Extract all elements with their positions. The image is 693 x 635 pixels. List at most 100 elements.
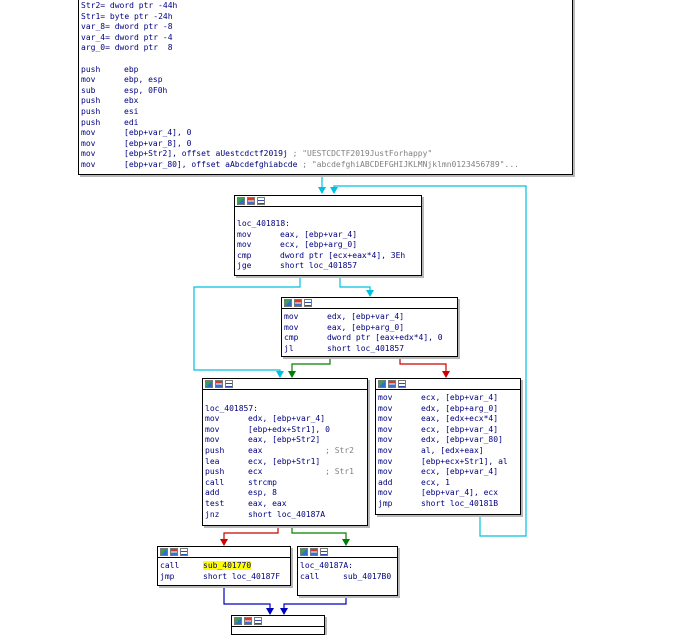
- text-view-icon[interactable]: [254, 617, 262, 625]
- operand[interactable]: short loc_40187A: [248, 509, 326, 519]
- code-line[interactable]: mov[ebp+var_80], offset aAbcdefghiabcde …: [81, 160, 570, 171]
- operand[interactable]: esi: [124, 106, 139, 116]
- operand[interactable]: [ebp+ecx+Str1], al: [421, 456, 508, 466]
- operand[interactable]: eax, eax: [248, 498, 287, 508]
- code-line[interactable]: [205, 393, 365, 404]
- color-icon[interactable]: [284, 299, 292, 307]
- operand[interactable]: strcmp: [248, 477, 277, 487]
- code-line[interactable]: mov[ebp+Str2], offset aUestcdctf2019j ; …: [81, 149, 570, 160]
- operand[interactable]: esp, 0F0h: [124, 85, 168, 95]
- color-icon[interactable]: [234, 617, 242, 625]
- highlighted-operand[interactable]: sub_401770: [203, 561, 252, 570]
- code-line[interactable]: mov[ebp+var_4], 0: [81, 128, 570, 139]
- graph-overview-icon[interactable]: [294, 299, 302, 307]
- node-exit[interactable]: [231, 615, 325, 635]
- text-view-icon[interactable]: [180, 548, 188, 556]
- code-line[interactable]: mov[ebp+ecx+Str1], al: [378, 457, 518, 468]
- text-view-icon[interactable]: [257, 197, 265, 205]
- graph-overview-icon[interactable]: [388, 380, 396, 388]
- color-icon[interactable]: [160, 548, 168, 556]
- graph-overview-icon[interactable]: [247, 197, 255, 205]
- operand[interactable]: dword ptr [eax+edx*4], 0: [327, 333, 443, 343]
- code-line[interactable]: var_4= dword ptr -4: [81, 33, 570, 44]
- operand[interactable]: ebp, esp: [124, 75, 163, 85]
- operand[interactable]: ecx, [ebp+Str1]: [248, 456, 321, 466]
- operand[interactable]: [ebp+var_4], ecx: [421, 488, 499, 498]
- operand[interactable]: [ebp+edx+Str1], 0: [248, 424, 330, 434]
- operand[interactable]: edx, [ebp+arg_0]: [421, 403, 499, 413]
- code-line[interactable]: mov[ebp+edx+Str1], 0: [205, 425, 365, 436]
- graph-overview-icon[interactable]: [170, 548, 178, 556]
- graph-overview-icon[interactable]: [215, 380, 223, 388]
- operand[interactable]: dword ptr [ecx+eax*4], 3Eh: [280, 250, 406, 260]
- operand[interactable]: sub_4017B0: [343, 571, 392, 581]
- operand[interactable]: short loc_401857: [327, 343, 405, 353]
- code-line[interactable]: [81, 54, 570, 65]
- operand[interactable]: eax, [ebp+Str2]: [248, 435, 321, 445]
- operand[interactable]: eax, [edx+ecx*4]: [421, 414, 499, 424]
- code-line[interactable]: loc_401818:: [237, 219, 419, 230]
- operand[interactable]: eax, [ebp+arg_0]: [327, 322, 405, 332]
- operand[interactable]: ecx: [248, 467, 263, 477]
- operand[interactable]: ecx, [ebp+var_4]: [421, 424, 499, 434]
- code-line[interactable]: loc_401857:: [205, 404, 365, 415]
- color-icon[interactable]: [378, 380, 386, 388]
- operand[interactable]: ecx, [ebp+arg_0]: [280, 240, 358, 250]
- color-icon[interactable]: [237, 197, 245, 205]
- operand[interactable]: [ebp+Str2], offset aUestcdctf2019j: [124, 149, 288, 159]
- operand[interactable]: ebp: [124, 64, 139, 74]
- operand[interactable]: ecx, 1: [421, 477, 450, 487]
- code-line[interactable]: Str2= dword ptr -44h: [81, 1, 570, 12]
- graph-overview-icon[interactable]: [310, 548, 318, 556]
- text-view-icon[interactable]: [320, 548, 328, 556]
- code-line[interactable]: mov[ebp+var_8], 0: [81, 139, 570, 150]
- operand[interactable]: short loc_401857: [280, 261, 358, 271]
- operand[interactable]: [ebp+var_4], 0: [124, 128, 192, 138]
- operand[interactable]: ebx: [124, 96, 139, 106]
- operand[interactable]: edx, [ebp+var_80]: [421, 435, 503, 445]
- operand[interactable]: eax, [ebp+var_4]: [280, 229, 358, 239]
- color-icon[interactable]: [205, 380, 213, 388]
- text-view-icon[interactable]: [304, 299, 312, 307]
- operand[interactable]: esp, 8: [248, 488, 277, 498]
- operand[interactable]: [ebp+var_8], 0: [124, 138, 192, 148]
- text-view-icon[interactable]: [225, 380, 233, 388]
- operand[interactable]: al, [edx+eax]: [421, 445, 484, 455]
- operand[interactable]: ecx, [ebp+var_4]: [421, 467, 499, 477]
- text-view-icon[interactable]: [398, 380, 406, 388]
- code-line[interactable]: var_8= dword ptr -8: [81, 22, 570, 33]
- operand[interactable]: edx, [ebp+var_4]: [248, 414, 326, 424]
- code-line[interactable]: mov[ebp+var_4], ecx: [378, 488, 518, 499]
- code-line[interactable]: arg_0= dword ptr 8: [81, 43, 570, 54]
